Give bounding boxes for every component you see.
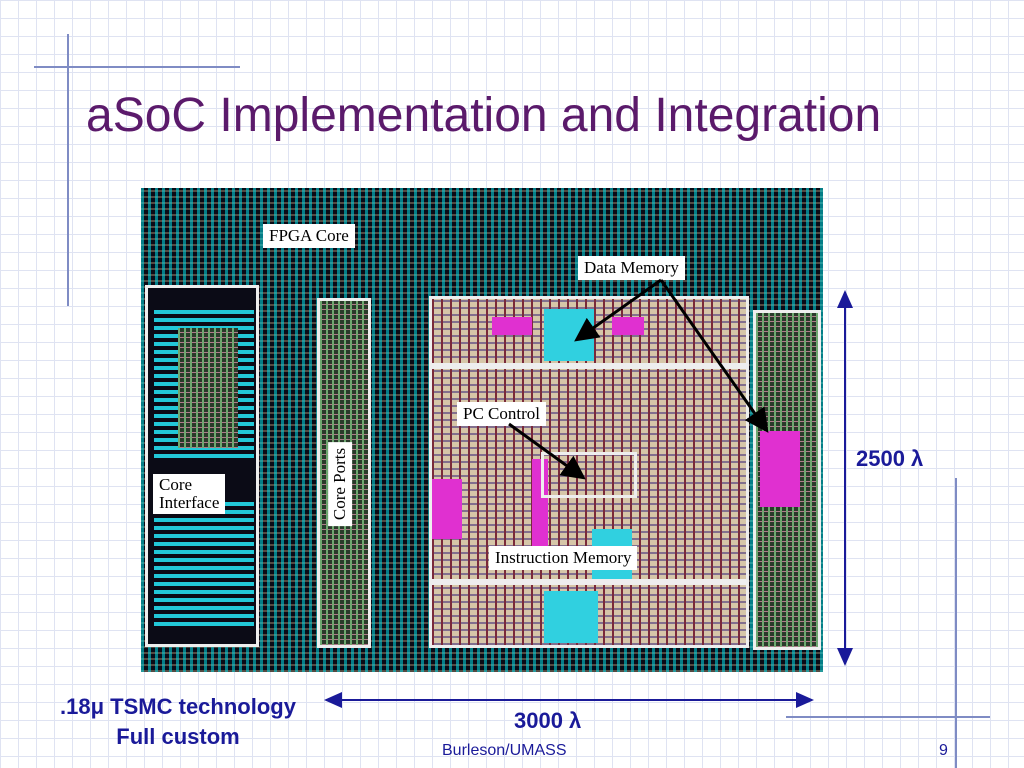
chip-layout-image: Core Interface Core Ports Data Memory PC… (141, 188, 823, 672)
instruction-memory-divider (432, 579, 746, 585)
core-interface-logic (178, 328, 238, 448)
core-interface-block (145, 285, 259, 647)
pc-control-box (541, 452, 637, 498)
fpga-core-label: FPGA Core (263, 224, 355, 248)
data-memory-divider (432, 363, 746, 369)
decor-horizontal-line-bottom (786, 716, 990, 718)
pc-region-magenta-left (432, 479, 462, 539)
slide-number: 9 (939, 742, 948, 759)
pc-region-magenta-mid (532, 459, 548, 549)
decor-horizontal-line-top (34, 66, 240, 68)
processor-block (429, 296, 749, 648)
technology-label: .18μ TSMC technology Full custom (30, 692, 326, 752)
pc-control-label: PC Control (457, 402, 546, 426)
arrow-data-memory-right (659, 279, 769, 433)
core-interface-label: Core Interface (153, 474, 226, 514)
decor-vertical-line-top (67, 34, 69, 306)
decor-vertical-line-bottom (955, 478, 957, 768)
slide-title: aSoC Implementation and Integration (86, 89, 882, 142)
instruction-memory-cyan (544, 591, 598, 643)
height-dimension-label: 2500 λ (856, 446, 924, 471)
footer-author: Burleson/UMASS (442, 742, 567, 759)
data-memory-label: Data Memory (578, 256, 685, 280)
core-interface-label-line2: Interface (159, 493, 220, 512)
width-dimension-label: 3000 λ (514, 708, 582, 733)
right-logic-block (753, 310, 821, 650)
data-memory-magenta-right (612, 317, 644, 335)
technology-label-line1: .18μ TSMC technology (60, 694, 296, 719)
pointer-arrows (508, 278, 769, 480)
arrow-data-memory-left (574, 278, 662, 342)
technology-label-line2: Full custom (116, 724, 240, 749)
data-memory-magenta-left (492, 317, 532, 335)
right-logic-magenta (760, 431, 800, 507)
instruction-memory-label: Instruction Memory (489, 546, 638, 570)
arrow-pc-control (508, 422, 586, 480)
core-interface-label-line1: Core (159, 475, 193, 494)
